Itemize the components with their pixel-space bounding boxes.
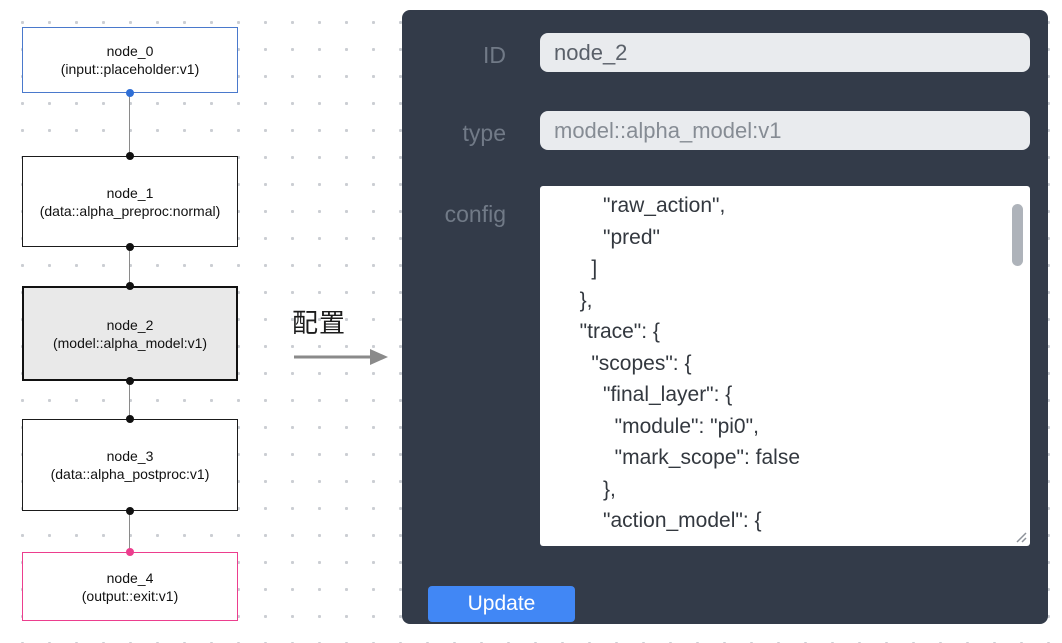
flow-node-node_1[interactable]: node_1 (data::alpha_preproc:normal) [22, 156, 238, 247]
config-line: "module": "pi0", [568, 414, 759, 438]
port-node2-in[interactable] [126, 282, 134, 290]
flow-node-node_3[interactable]: node_3 (data::alpha_postproc:v1) [22, 419, 238, 511]
config-annotation: 配置 [292, 303, 392, 368]
id-input[interactable] [540, 33, 1030, 72]
type-input[interactable] [540, 111, 1030, 150]
node-subtitle: (data::alpha_postproc:v1) [50, 466, 210, 482]
config-line: "final_layer": { [568, 383, 733, 406]
port-node4-in[interactable] [126, 548, 134, 556]
resize-grip-icon[interactable] [1012, 528, 1028, 544]
node-subtitle: (input::placeholder:v1) [60, 61, 200, 77]
config-annotation-label: 配置 [292, 308, 347, 338]
node-title: node_0 [106, 43, 154, 59]
config-line: }, [568, 477, 616, 501]
config-line: }, [568, 288, 593, 312]
flow-node-node_4[interactable]: node_4 (output::exit:v1) [22, 552, 238, 621]
node-subtitle: (data::alpha_preproc:normal) [39, 202, 221, 219]
update-button[interactable]: Update [428, 586, 575, 622]
scrollbar-thumb[interactable] [1012, 204, 1023, 266]
type-field-label: type [462, 120, 506, 146]
node-title: node_4 [106, 569, 154, 586]
config-panel: ID type config "raw_action", "pred" ] },… [402, 10, 1048, 624]
edge-node3-node4 [129, 511, 130, 552]
edge-node1-node2 [129, 247, 130, 286]
port-node1-out[interactable] [126, 243, 134, 251]
config-line: "scopes": { [568, 351, 692, 375]
node-title: node_1 [106, 184, 154, 201]
config-line: "raw_action", [568, 194, 726, 217]
flow-node-node_0[interactable]: node_0 (input::placeholder:v1) [22, 27, 238, 93]
port-node1-in[interactable] [126, 152, 134, 160]
port-node3-out[interactable] [126, 507, 134, 515]
config-line: "pred" [568, 225, 660, 249]
node-title: node_3 [106, 448, 154, 464]
config-field-label: config [444, 201, 506, 227]
node-title: node_2 [106, 316, 154, 333]
flow-canvas[interactable]: node_0 (input::placeholder:v1) node_1 (d… [0, 0, 400, 643]
edge-node2-node3 [129, 381, 130, 419]
port-node3-in[interactable] [126, 415, 134, 423]
edge-node0-node1 [129, 93, 130, 156]
config-line: "mark_scope": false [568, 446, 800, 469]
node-subtitle: (model::alpha_model:v1) [52, 334, 208, 351]
node-subtitle: (output::exit:v1) [81, 587, 179, 604]
flow-node-node_2[interactable]: node_2 (model::alpha_model:v1) [22, 286, 238, 381]
config-line: "action_model": { [568, 509, 762, 532]
config-line: "trace": { [568, 320, 660, 343]
port-node2-out[interactable] [126, 377, 134, 385]
config-line: ] [568, 257, 598, 280]
config-textarea[interactable]: "raw_action", "pred" ] }, "trace": { "sc… [540, 186, 1030, 546]
port-node0-out[interactable] [126, 89, 134, 97]
arrow-right-icon [294, 349, 388, 365]
id-field-label: ID [483, 42, 506, 68]
